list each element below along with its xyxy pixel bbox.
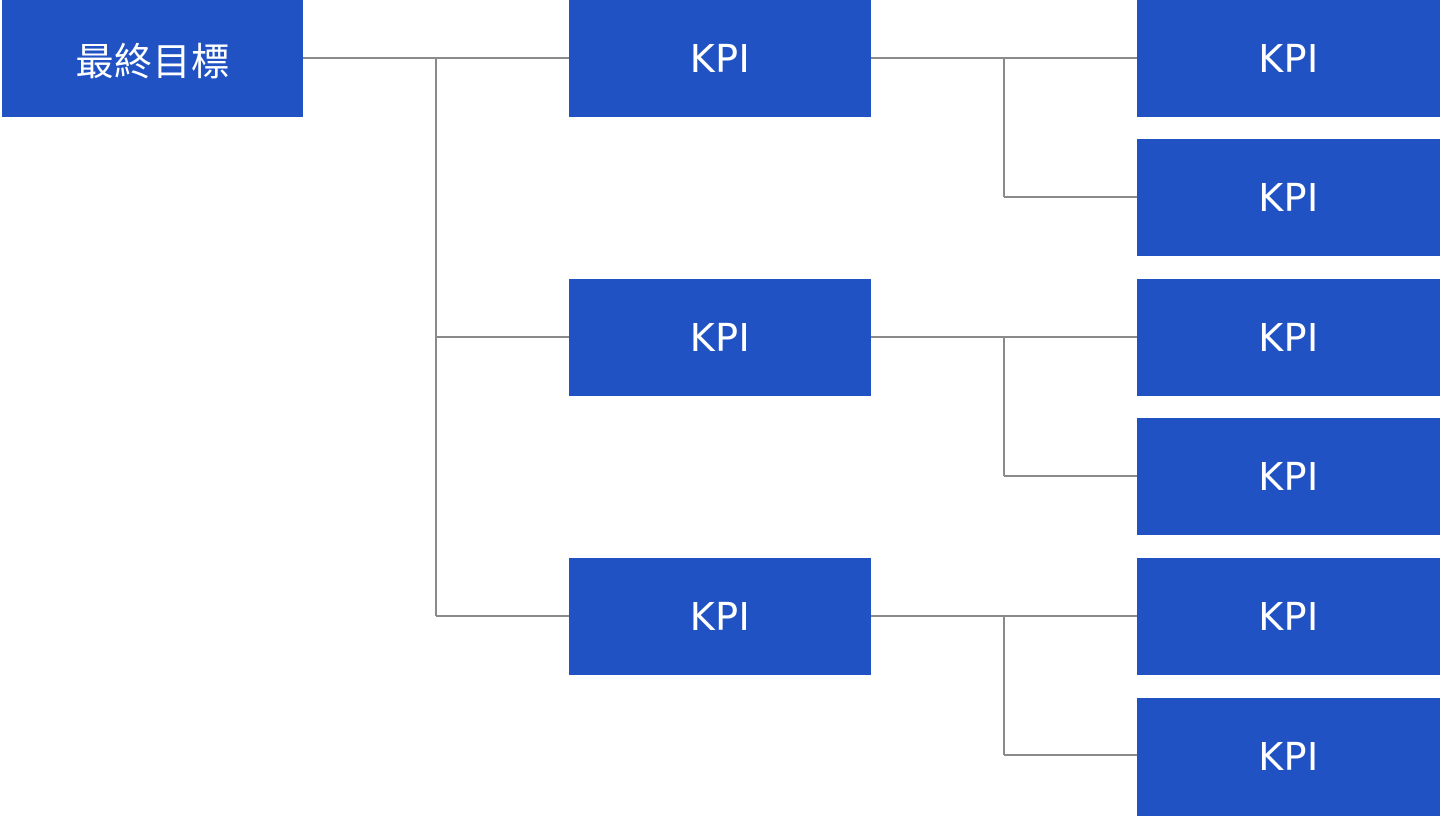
kpi-node-level2-2: KPI [1137,139,1440,256]
kpi-node-level2-1: KPI [1137,0,1440,117]
kpi-node-level1-2: KPI [569,279,871,396]
final-goal-node: 最終目標 [2,0,303,117]
kpi-node-level2-5: KPI [1137,558,1440,675]
kpi-node-level2-6: KPI [1137,698,1440,816]
kpi-node-level1-1: KPI [569,0,871,117]
kpi-node-level2-4: KPI [1137,418,1440,535]
kpi-node-level2-3: KPI [1137,279,1440,396]
kpi-node-level1-3: KPI [569,558,871,675]
